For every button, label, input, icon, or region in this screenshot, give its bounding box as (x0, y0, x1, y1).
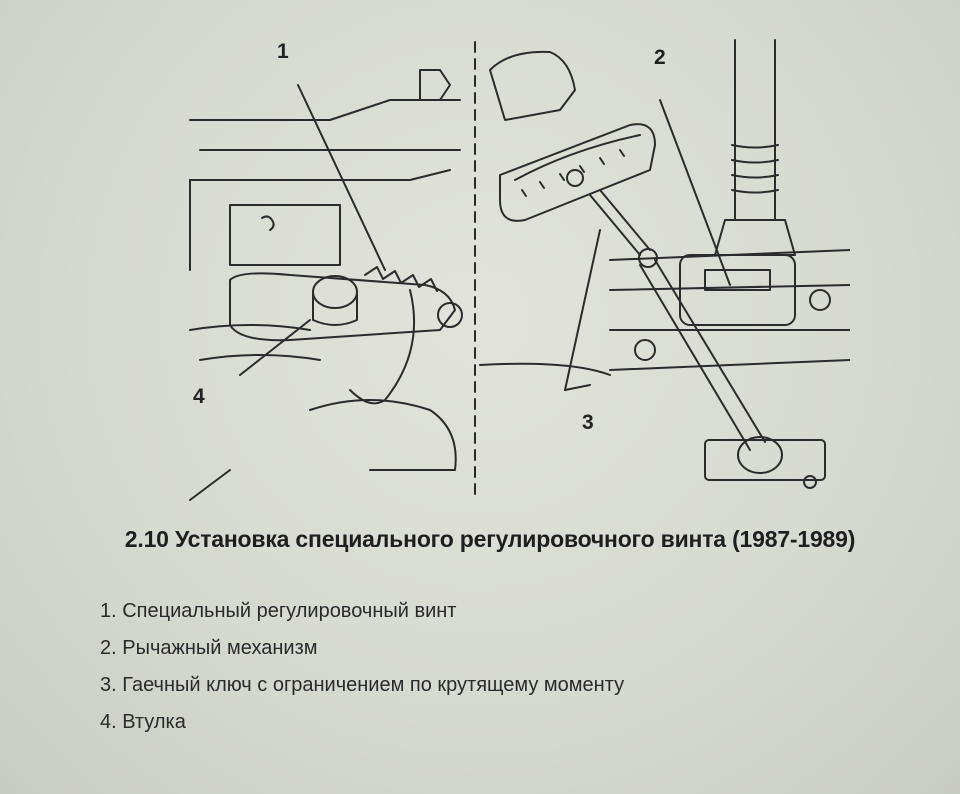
legend-item: 4. Втулка (100, 711, 186, 733)
callout-1: 1 (277, 40, 289, 63)
legend-item: 2. Рычажный механизм (100, 637, 318, 659)
callout-4: 4 (193, 385, 205, 408)
figure-caption: 2.10 Установка специального регулировочн… (124, 526, 856, 552)
legend-item: 3. Гаечный ключ с ограничением по крутящ… (100, 674, 625, 696)
technical-illustration: 1 2 3 4 (170, 30, 851, 510)
callout-2: 2 (654, 46, 666, 69)
illustration-drawing (189, 39, 851, 501)
legend-item: 1. Специальный регулировочный винт (100, 600, 457, 622)
callout-3: 3 (582, 411, 594, 434)
figure-legend: 1. Специальный регулировочный винт 2. Ры… (100, 593, 800, 741)
